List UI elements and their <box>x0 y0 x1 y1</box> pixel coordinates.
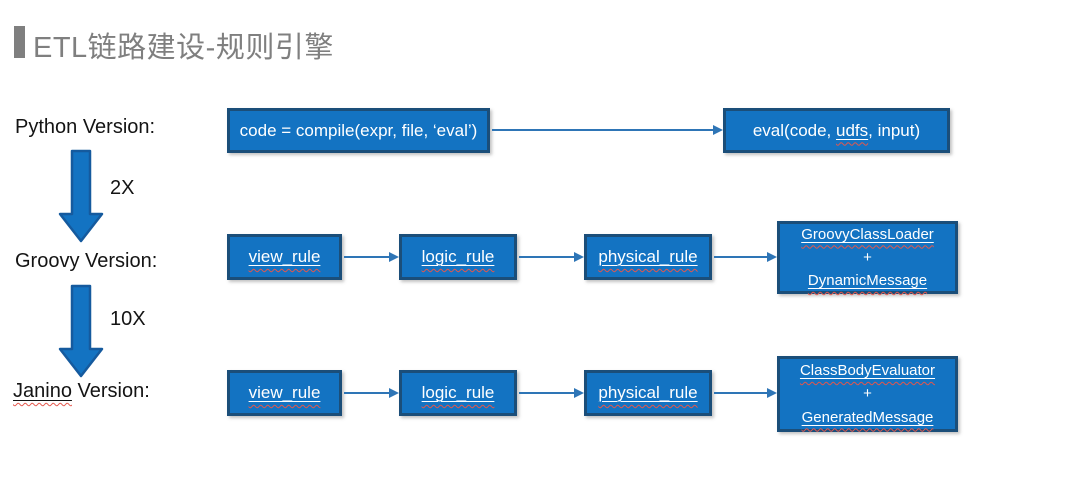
logic-rule-label: logic_rule <box>421 383 495 402</box>
groovy-logic-rule-box: logic_rule <box>399 234 517 280</box>
groovy-view-rule-box: view_rule <box>227 234 342 280</box>
groovy-version-label: Groovy Version: <box>15 250 158 272</box>
janino-logic-rule-box: logic_rule <box>399 370 517 416</box>
plus-sign: + <box>863 385 872 403</box>
logic-rule-label: logic_rule <box>421 247 495 266</box>
python-version-label: Python Version: <box>15 116 156 138</box>
compile-box: code = compile(expr, file, ‘eval’) <box>227 108 490 153</box>
arrowhead-icon <box>574 388 584 398</box>
speedup-2x-label: 2X <box>110 177 135 199</box>
page-title: ETL链路建设-规则引擎 <box>33 32 334 64</box>
janino-result-box: ClassBodyEvaluator + GeneratedMessage <box>777 356 958 432</box>
janino-view-rule-box: view_rule <box>227 370 342 416</box>
connector-physical-to-result <box>714 252 777 262</box>
connector-physical-to-result <box>714 388 777 398</box>
eval-box-suffix: , input) <box>868 120 921 140</box>
physical-rule-label: physical_rule <box>598 383 698 402</box>
down-arrow-icon <box>58 284 104 378</box>
connector-view-to-logic <box>344 252 399 262</box>
down-arrow-icon <box>58 149 104 243</box>
view-rule-label: view_rule <box>248 383 321 402</box>
eval-box-label: eval(code, udfs, input) <box>753 121 920 141</box>
groovy-result-line2: DynamicMessage <box>807 272 928 290</box>
connector-view-to-logic <box>344 388 399 398</box>
connector-compile-to-eval <box>492 125 723 135</box>
physical-rule-label: physical_rule <box>598 247 698 266</box>
arrowhead-icon <box>574 252 584 262</box>
plus-sign: + <box>863 248 872 266</box>
arrowhead-icon <box>767 388 777 398</box>
janino-version-rest: Version: <box>71 380 150 402</box>
arrowhead-icon <box>389 252 399 262</box>
janino-version-label: Janino Version: <box>13 380 150 403</box>
arrowhead-icon <box>713 125 723 135</box>
eval-box: eval(code, udfs, input) <box>723 108 950 153</box>
groovy-result-line1: GroovyClassLoader <box>801 225 934 243</box>
arrowhead-icon <box>767 252 777 262</box>
connector-logic-to-physical <box>519 388 584 398</box>
janino-result-line1: ClassBodyEvaluator <box>799 362 936 380</box>
janino-word: Janino <box>13 380 72 402</box>
janino-physical-rule-box: physical_rule <box>584 370 712 416</box>
groovy-result-box: GroovyClassLoader + DynamicMessage <box>777 221 958 294</box>
compile-box-label: code = compile(expr, file, ‘eval’) <box>239 120 478 140</box>
title-accent-bar <box>14 26 25 58</box>
arrowhead-icon <box>389 388 399 398</box>
view-rule-label: view_rule <box>248 247 321 266</box>
eval-box-prefix: eval(code, <box>752 120 837 140</box>
connector-logic-to-physical <box>519 252 584 262</box>
speedup-10x-label: 10X <box>110 308 146 330</box>
eval-box-udfs: udfs <box>836 120 869 140</box>
janino-result-line2: GeneratedMessage <box>801 408 934 426</box>
groovy-physical-rule-box: physical_rule <box>584 234 712 280</box>
